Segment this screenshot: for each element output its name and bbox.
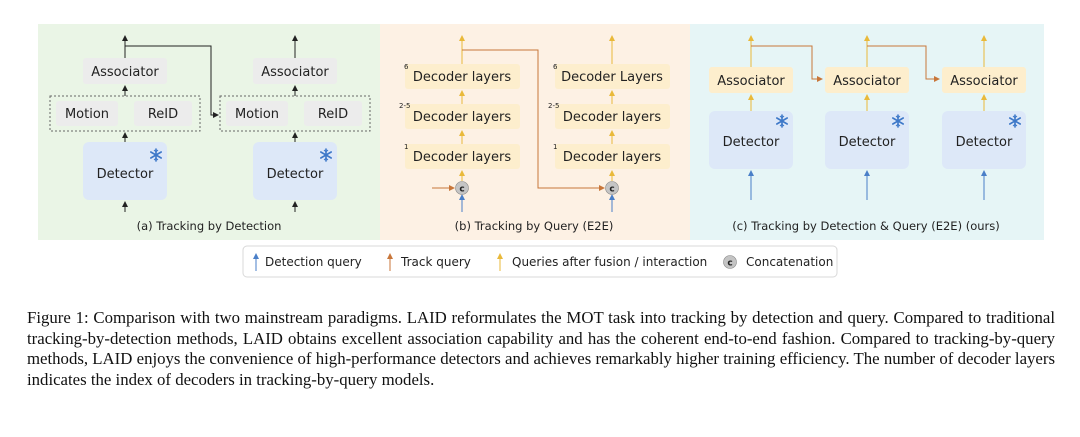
concat-icon [605, 181, 619, 195]
motion-label: Motion [235, 107, 279, 122]
panel-b-caption: (b) Tracking by Query (E2E) [455, 219, 614, 233]
associator-label: Associator [261, 65, 329, 80]
motion-label: Motion [65, 107, 109, 122]
layer-index: 1 [553, 143, 557, 151]
detector-box [709, 111, 793, 169]
detector-label: Detector [723, 135, 780, 150]
decoder-layer-label: Decoder layers [413, 150, 511, 165]
concat-symbol: c [459, 185, 464, 195]
detector-box [942, 111, 1026, 169]
panel-a-background [38, 24, 380, 240]
detector-label: Detector [97, 167, 154, 182]
arrow-icon [462, 49, 605, 191]
associator-box [825, 67, 909, 93]
decoder-layer-box [405, 64, 520, 89]
panel-c-caption: (c) Tracking by Detection & Query (E2E) … [732, 219, 1000, 233]
reid-label: ReID [318, 107, 348, 122]
decoder-layer-box [405, 104, 520, 129]
concat-symbol: c [727, 259, 732, 269]
associator-box [83, 58, 167, 84]
associator-label: Associator [833, 74, 901, 89]
motion-reid-group [219, 95, 371, 132]
associator-box [253, 58, 337, 84]
decoder-layer-label: Decoder layers [563, 150, 661, 165]
associator-label: Associator [950, 74, 1018, 89]
motion-box [226, 101, 288, 126]
associator-label: Associator [91, 65, 159, 80]
detector-label: Detector [839, 135, 896, 150]
legend: Detection query Track query Queries afte… [242, 245, 838, 278]
layer-index: 6 [553, 63, 558, 71]
decoder-layer-box [555, 64, 670, 89]
associator-box [709, 67, 793, 93]
detector-box [253, 142, 337, 200]
reid-label: ReID [148, 107, 178, 122]
reid-box [134, 101, 192, 126]
concat-symbol: c [609, 185, 614, 195]
decoder-layer-label: Decoder layers [413, 70, 511, 85]
legend-fused-queries: Queries after fusion / interaction [512, 255, 707, 269]
figure-caption: Figure 1: Comparison with two mainstream… [27, 308, 1055, 389]
layer-index: 6 [404, 63, 409, 71]
detector-label: Detector [956, 135, 1013, 150]
decoder-layer-box [405, 144, 520, 169]
decoder-layer-box [555, 144, 670, 169]
decoder-layer-box [555, 104, 670, 129]
concat-icon [723, 255, 737, 269]
decoder-layer-label: Decoder layers [413, 110, 511, 125]
arrow-icon [751, 45, 823, 82]
reid-box [304, 101, 362, 126]
legend-detection-query: Detection query [265, 255, 362, 269]
panel-a-caption: (a) Tracking by Detection [137, 219, 282, 233]
arrow-icon [867, 45, 940, 82]
decoder-layer-label: Decoder Layers [561, 70, 663, 85]
concat-icon [455, 181, 469, 195]
figure-diagram: Associator Motion ReID Detector Associat… [38, 24, 1044, 278]
legend-concatenation: Concatenation [746, 255, 833, 269]
layer-index: 1 [404, 143, 408, 151]
associator-label: Associator [717, 74, 785, 89]
detector-box [825, 111, 909, 169]
legend-track-query: Track query [400, 255, 471, 269]
detector-label: Detector [267, 167, 324, 182]
arrow-icon [125, 45, 219, 118]
panel-a: Associator Motion ReID Detector Associat… [49, 35, 371, 233]
decoder-layer-label: Decoder layers [563, 110, 661, 125]
detector-box [83, 142, 167, 200]
layer-index: 2-5 [548, 102, 559, 110]
associator-box [942, 67, 1026, 93]
panel-b: Decoder layers 6 Decoder layers 2-5 Deco… [399, 35, 670, 233]
panel-b-background [380, 24, 690, 240]
layer-index: 2-5 [399, 102, 410, 110]
panel-c: Associator Detector Associator Detector … [709, 35, 1026, 233]
motion-box [56, 101, 118, 126]
motion-reid-group [49, 95, 201, 132]
